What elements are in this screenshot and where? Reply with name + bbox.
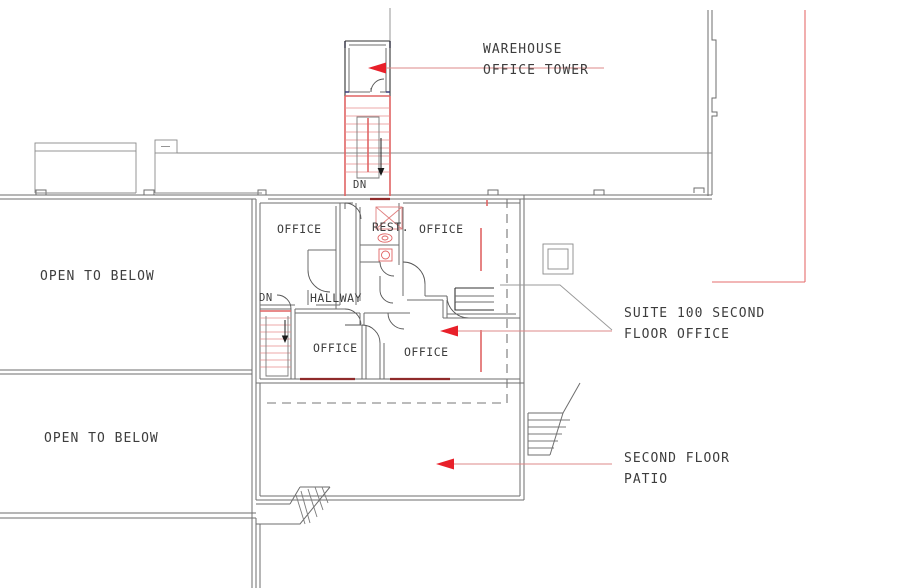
label-open-to-below-upper: OPEN TO BELOW: [40, 269, 155, 284]
hallway-stair-run: [260, 310, 291, 377]
label-office-sw: OFFICE: [313, 341, 358, 355]
upper-left-roof-structures: [34, 139, 712, 194]
label-stair-down-tower: DN: [353, 179, 367, 191]
label-office-se: OFFICE: [404, 345, 449, 359]
patio-roof-dashed-outline: [266, 199, 508, 404]
callout-leaders: [368, 62, 612, 470]
tower-stair-run: [344, 95, 391, 196]
callout-suite-100-line1: SUITE 100 SECOND: [624, 306, 765, 321]
second-floor-patio-geometry: [0, 199, 581, 588]
label-open-to-below-lower: OPEN TO BELOW: [44, 431, 159, 446]
label-office-nw: OFFICE: [277, 222, 322, 236]
callout-second-floor-patio-line2: PATIO: [624, 472, 668, 487]
warehouse-shell-geometry: [0, 10, 718, 200]
callout-second-floor-patio-line1: SECOND FLOOR: [624, 451, 730, 466]
room-label-texts: OPEN TO BELOW OPEN TO BELOW OFFICE OFFIC…: [40, 179, 464, 446]
callout-warehouse-office-tower-line2: OFFICE TOWER: [483, 63, 589, 78]
label-restroom: REST.: [372, 220, 409, 234]
label-stair-down-hallway: DN: [259, 292, 273, 304]
label-hallway: HALLWAY: [310, 291, 362, 305]
warehouse-office-tower-room: [344, 8, 391, 96]
callout-suite-100-line2: FLOOR OFFICE: [624, 327, 730, 342]
misc-plan-details: [500, 10, 806, 331]
callout-warehouse-office-tower-line1: WAREHOUSE: [483, 42, 562, 57]
label-office-ne: OFFICE: [419, 222, 464, 236]
callout-texts: WAREHOUSE OFFICE TOWER SUITE 100 SECOND …: [483, 42, 765, 487]
suite-100-walls: [255, 195, 525, 384]
